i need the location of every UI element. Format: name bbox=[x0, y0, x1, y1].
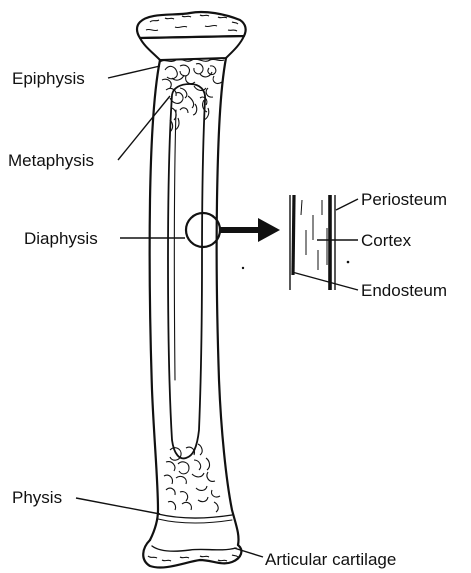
label-periosteum: Periosteum bbox=[361, 190, 447, 209]
label-physis: Physis bbox=[12, 488, 62, 507]
label-metaphysis: Metaphysis bbox=[8, 151, 94, 170]
articular-cartilage-top bbox=[146, 15, 238, 31]
label-endosteum: Endosteum bbox=[361, 281, 447, 300]
label-articular-cartilage: Articular cartilage bbox=[265, 550, 396, 569]
articular-cartilage-bottom bbox=[148, 555, 238, 561]
cortex-detail bbox=[290, 195, 349, 290]
label-epiphysis: Epiphysis bbox=[12, 69, 85, 88]
bone-outline bbox=[137, 12, 246, 568]
label-diaphysis: Diaphysis bbox=[24, 229, 98, 248]
label-cortex: Cortex bbox=[361, 231, 412, 250]
medullary-cavity bbox=[168, 84, 205, 458]
zoom-arrow bbox=[220, 218, 280, 242]
spongy-bone-upper bbox=[160, 59, 224, 132]
